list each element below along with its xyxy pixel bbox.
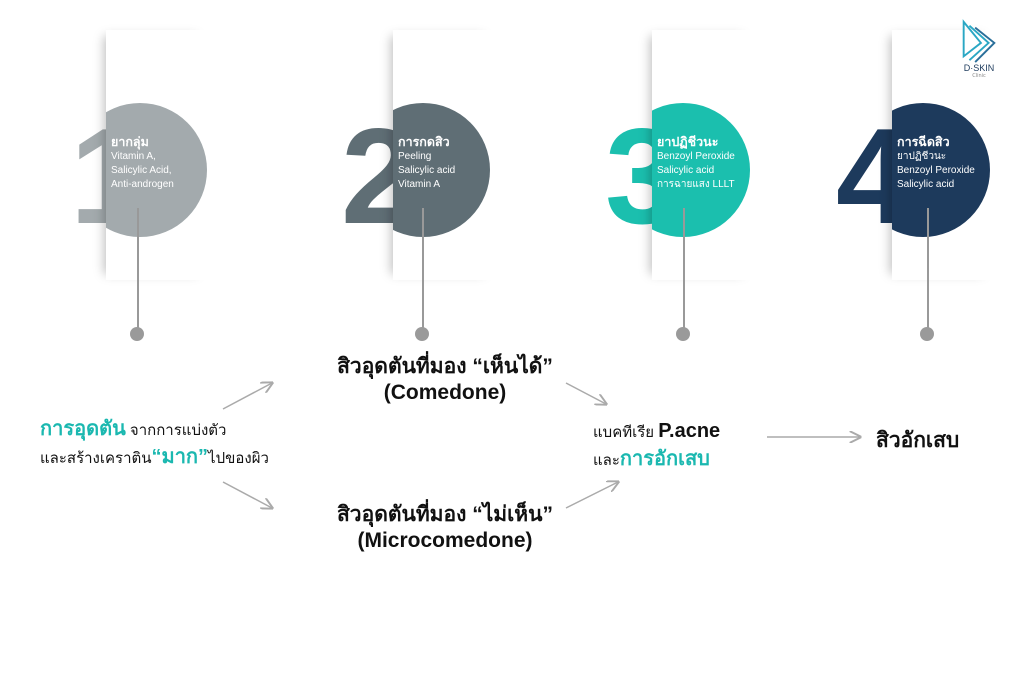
step-4-number: 4 [836, 100, 892, 230]
step-2-dot [415, 327, 429, 341]
step-1-line: Salicylic Acid, [111, 165, 172, 176]
arrow-to-invisible [222, 481, 272, 508]
visible-sub: (Comedone) [383, 381, 507, 404]
d-skin-logo: D·SKIN Clinic [955, 18, 1003, 79]
step-1-number: 1 [70, 108, 106, 230]
start-emphasis: “มาก” [151, 446, 209, 468]
step-2-line: Vitamin A [398, 179, 441, 190]
bacteria-name: P.acne [658, 420, 721, 442]
logo-sub: Clinic [972, 72, 986, 79]
step-4-line: Benzoyl Peroxide [897, 165, 975, 176]
step-1-connector [137, 208, 139, 333]
logo-mark-icon [962, 19, 996, 63]
step-2-text: การกดสิว Peeling Salicylic acid Vitamin … [398, 134, 455, 192]
arrow-invisible-to-bacteria [565, 482, 618, 509]
step-3-line: Salicylic acid [657, 165, 715, 176]
step-4-text: การฉีดสิว ยาปฏิชีวนะ Benzoyl Peroxide Sa… [897, 134, 975, 192]
step-4-line: Salicylic acid [897, 179, 955, 190]
step-4-line: ยาปฏิชีวนะ [897, 151, 947, 162]
step-3-text: ยาปฏิชีวนะ Benzoyl Peroxide Salicylic ac… [657, 134, 735, 192]
step-3-number: 3 [605, 100, 652, 230]
step-1-panel: ยากลุ่ม Vitamin A, Salicylic Acid, Anti-… [106, 30, 211, 280]
invisible-comedone: สิวอุดตันที่มอง “ไม่เห็น” (Microcomedone… [285, 502, 605, 554]
invisible-title: สิวอุดตันที่มอง “ไม่เห็น” [336, 503, 554, 526]
step-3-title: ยาปฏิชีวนะ [657, 135, 719, 149]
step-3-connector [683, 208, 685, 333]
step-4-dot [920, 327, 934, 341]
arrow-to-visible [222, 383, 272, 410]
step-2-number-clip: 2 [335, 100, 393, 230]
step-1-line: Vitamin A, [111, 151, 156, 162]
start-highlight: การอุดตัน [40, 418, 126, 440]
start-text: การอุดตัน จากการแบ่งตัว และสร้างเคราติน“… [40, 416, 269, 472]
step-3-number-clip: 3 [600, 100, 652, 230]
step-1-number-clip: 1 [60, 100, 106, 230]
step-4-connector [927, 208, 929, 333]
step-2-panel: การกดสิว Peeling Salicylic acid Vitamin … [393, 30, 498, 280]
bacteria-text: แบคทีเรีย P.acne และการอักเสบ [593, 418, 720, 474]
logo-name: D·SKIN [963, 63, 995, 73]
step-1-dot [130, 327, 144, 341]
start-line2c: ไปของผิว [208, 450, 269, 467]
step-3-panel: ยาปฏิชีวนะ Benzoyl Peroxide Salicylic ac… [652, 30, 757, 280]
start-line1: จากการแบ่งตัว [125, 422, 227, 439]
start-line2a: และสร้างเคราติน [40, 450, 152, 467]
step-2-line: Salicylic acid [398, 165, 456, 176]
step-1-title: ยากลุ่ม [111, 135, 149, 149]
bacteria-label: แบคทีเรีย [593, 424, 659, 441]
result-inflamed-acne: สิวอักเสบ [876, 429, 960, 452]
step-3-line: การฉายแสง LLLT [657, 179, 735, 190]
bacteria-and: และ [593, 452, 620, 469]
visible-comedone: สิวอุดตันที่มอง “เห็นได้” (Comedone) [285, 354, 605, 406]
step-3-dot [676, 327, 690, 341]
step-1-text: ยากลุ่ม Vitamin A, Salicylic Acid, Anti-… [111, 134, 174, 192]
step-3-line: Benzoyl Peroxide [657, 151, 735, 162]
step-2-line: Peeling [398, 151, 432, 162]
step-2-number: 2 [341, 100, 393, 230]
step-4-title: การฉีดสิว [897, 135, 950, 149]
visible-title: สิวอุดตันที่มอง “เห็นได้” [337, 355, 553, 378]
step-1-line: Anti-androgen [111, 179, 174, 190]
step-2-title: การกดสิว [398, 135, 450, 149]
step-4-number-clip: 4 [830, 100, 892, 230]
step-2-connector [422, 208, 424, 333]
step-4-panel: การฉีดสิว ยาปฏิชีวนะ Benzoyl Peroxide Sa… [892, 30, 997, 280]
inflammation-highlight: การอักเสบ [619, 448, 710, 470]
arrow-visible-to-bacteria [565, 382, 606, 404]
invisible-sub: (Microcomedone) [357, 529, 533, 552]
